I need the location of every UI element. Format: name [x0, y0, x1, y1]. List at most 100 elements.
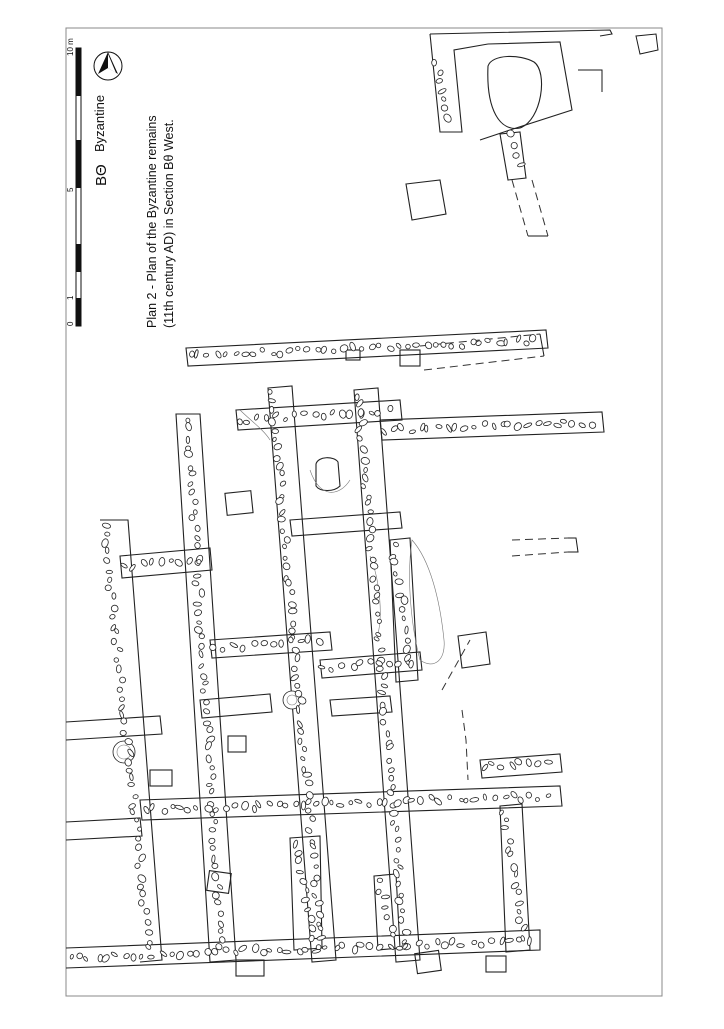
- wall-stone: [510, 882, 520, 890]
- wall-stone: [369, 562, 379, 570]
- wall-stone: [578, 422, 586, 429]
- wall-stone: [437, 88, 447, 95]
- wall-stone: [101, 538, 109, 548]
- wall-stone: [285, 347, 294, 354]
- wall-stone: [360, 483, 366, 490]
- wall-stone: [513, 422, 522, 431]
- wall-stone: [263, 414, 270, 422]
- wall-stone: [390, 931, 396, 938]
- wall-stone: [432, 342, 439, 348]
- wall-stone: [400, 595, 409, 605]
- wall-stone: [187, 481, 194, 487]
- wall-stone: [544, 759, 553, 765]
- wall-stone: [338, 662, 346, 669]
- wall-stone: [317, 925, 324, 932]
- wall-stone: [316, 910, 325, 919]
- wall-stone: [357, 408, 365, 417]
- wall-stone: [301, 946, 309, 953]
- wall-stone: [217, 920, 224, 928]
- wall-stone: [307, 914, 316, 923]
- wall-stone: [435, 938, 441, 946]
- wall-stone: [514, 870, 519, 878]
- wall-stone: [441, 96, 447, 102]
- wall-stone: [386, 757, 393, 764]
- wall-stone: [328, 667, 334, 673]
- wall-stone: [194, 349, 199, 359]
- wall-stone: [456, 943, 465, 948]
- wall-stone: [300, 896, 310, 904]
- wall-stone: [408, 659, 414, 669]
- wall-stone: [276, 800, 284, 808]
- wall-stone: [398, 606, 406, 613]
- wall-stone: [139, 889, 146, 898]
- wall-stone: [196, 620, 202, 625]
- wall-stone: [116, 686, 123, 693]
- wall-stone: [125, 767, 133, 774]
- page-border: [65, 27, 663, 997]
- wall-stone: [404, 654, 412, 662]
- wall-stone: [315, 638, 324, 646]
- wall-stone: [446, 424, 452, 433]
- wall-stone: [458, 343, 466, 350]
- wall-stone: [525, 791, 532, 799]
- wall-stone: [188, 470, 197, 477]
- wall-stone: [380, 428, 387, 436]
- wall-stone: [279, 469, 285, 477]
- wall-stone: [349, 341, 356, 352]
- wall-stone: [393, 858, 400, 864]
- wall-stone: [514, 900, 524, 907]
- wall-stone: [130, 953, 137, 962]
- wall-stone: [158, 557, 166, 567]
- wall-stone: [222, 946, 230, 953]
- wall-stone: [194, 609, 202, 617]
- wall-stone: [397, 916, 405, 924]
- wall-stone: [239, 644, 246, 653]
- wall-stone: [397, 423, 404, 432]
- wall-stone: [279, 480, 287, 487]
- wall-stone: [568, 420, 575, 428]
- wall-stone: [120, 562, 128, 569]
- wall-stone: [366, 517, 374, 526]
- wall-stone: [135, 835, 142, 842]
- wall-stone: [302, 771, 313, 778]
- wall-stone: [210, 773, 217, 780]
- wall-stone: [559, 418, 567, 424]
- wall-stone: [194, 535, 201, 542]
- wall-stone: [254, 413, 259, 421]
- wall-stone: [198, 650, 204, 658]
- wall-stone: [292, 839, 298, 849]
- wall-stone: [140, 559, 148, 567]
- wall-stone: [198, 588, 206, 598]
- wall-stone: [110, 604, 119, 613]
- wall-stone: [355, 659, 364, 667]
- wall-stone: [266, 948, 272, 953]
- wall-stone: [386, 660, 393, 668]
- wall-stone: [211, 948, 219, 956]
- wall-stone: [270, 641, 278, 648]
- wall-stone: [375, 342, 382, 349]
- wall-stone: [238, 944, 248, 952]
- wall-stone: [296, 705, 300, 714]
- wall-stone: [217, 884, 224, 890]
- wall-stone: [360, 457, 370, 465]
- wall-stone: [375, 632, 382, 637]
- wall-stone: [504, 817, 509, 823]
- wall-stone: [440, 941, 449, 950]
- wall-stone: [290, 674, 299, 682]
- wall-stone: [272, 436, 277, 442]
- wall-stone: [321, 796, 329, 807]
- wall-stone: [192, 498, 199, 505]
- wall-stone: [356, 399, 364, 408]
- wall-stone: [219, 647, 226, 653]
- wall-stone: [259, 347, 265, 353]
- wall-stone: [443, 113, 452, 123]
- wall-stone: [510, 791, 518, 799]
- wall-stone: [268, 405, 275, 414]
- wall-stone: [499, 936, 506, 946]
- wall-stone: [143, 806, 150, 814]
- plan-title-line-1: Plan 2 - Plan of the Byzantine remains: [145, 115, 159, 328]
- wall-stone: [109, 613, 116, 620]
- wall-stone: [369, 556, 377, 563]
- wall-stone: [209, 787, 215, 795]
- wall-stone: [194, 626, 203, 634]
